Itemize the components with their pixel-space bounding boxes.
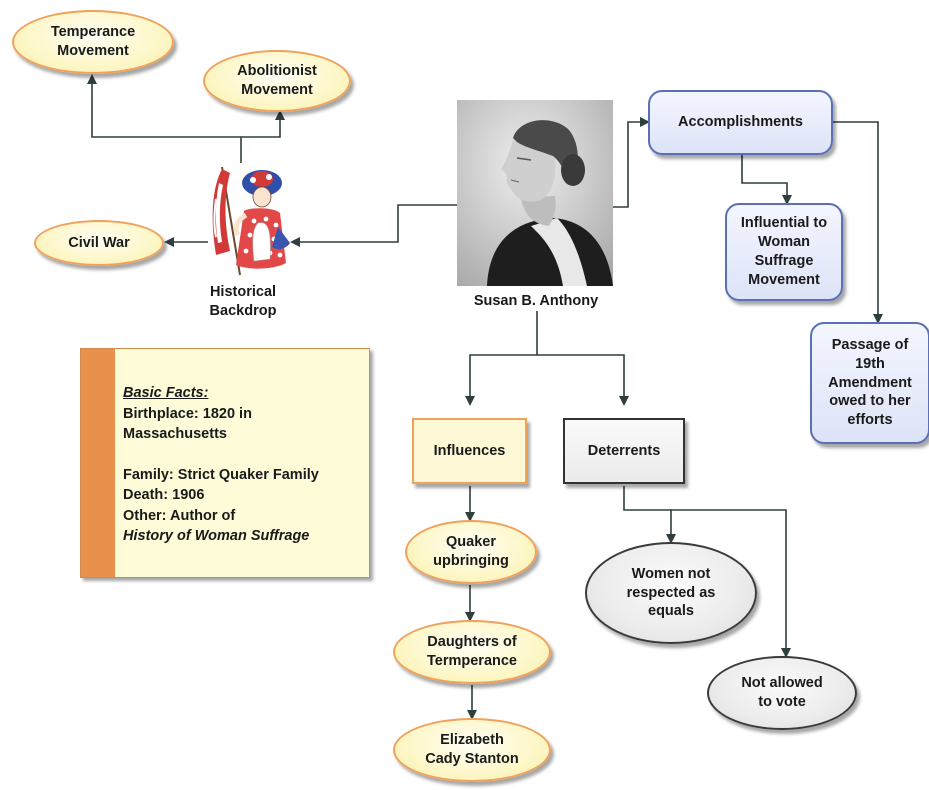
basic-facts-death: Death: 1906 — [123, 487, 205, 504]
connector-accomplishments-to-influential — [741, 155, 792, 205]
node-elizabeth-cady-stanton: Elizabeth Cady Stanton — [393, 718, 551, 782]
woman-with-flag-icon — [212, 166, 290, 276]
node-abolitionist-movement: Abolitionist Movement — [203, 50, 351, 112]
basic-facts-birthplace-state: Massachusetts — [123, 426, 227, 443]
connector-center-to-accomplishments — [613, 117, 650, 208]
node-daughters-of-temperance: Daughters of Termperance — [393, 620, 551, 684]
node-accomplishments: Accomplishments — [648, 90, 833, 155]
node-women-not-respected: Women not respected as equals — [585, 542, 757, 644]
connector-center-to-backdrop — [290, 204, 457, 247]
portrait-photo — [457, 100, 613, 286]
basic-facts-panel: Basic Facts: Birthplace: 1820 in Massach… — [80, 348, 370, 578]
connector-backdrop-to-temperance — [87, 74, 242, 163]
node-influential-suffrage: Influential to Woman Suffrage Movement — [725, 203, 843, 301]
node-influences: Influences — [412, 418, 527, 484]
basic-facts-family: Family: Strict Quaker Family — [123, 466, 319, 483]
node-civil-war: Civil War — [34, 220, 164, 266]
basic-facts-accent-bar — [81, 349, 115, 577]
basic-facts-book-title: History of Woman Suffrage — [123, 528, 310, 545]
connector-deterrents-to-vote — [671, 509, 791, 658]
node-not-allowed-to-vote: Not allowed to vote — [707, 656, 857, 730]
connector-center-to-influences — [465, 311, 538, 406]
basic-facts-heading: Basic Facts: — [123, 385, 209, 401]
basic-facts-birthplace: Birthplace: 1820 in — [123, 405, 252, 422]
center-topic-label: Susan B. Anthony — [473, 293, 599, 309]
basic-facts-other: Other: Author of — [123, 507, 236, 524]
connector-accomplishments-to-passage — [833, 121, 883, 324]
connector-center-to-deterrents — [537, 354, 629, 406]
node-deterrents: Deterrents — [563, 418, 685, 484]
historical-backdrop-label: Historical Backdrop — [209, 284, 277, 319]
node-temperance-movement: Temperance Movement — [12, 10, 174, 74]
node-quaker-upbringing: Quaker upbringing — [405, 520, 537, 584]
connector-backdrop-to-abolitionist — [241, 110, 285, 138]
node-passage-19th-amendment: Passage of 19th Amendment owed to her ef… — [810, 322, 929, 444]
connector-deterrents-to-women — [623, 486, 676, 544]
